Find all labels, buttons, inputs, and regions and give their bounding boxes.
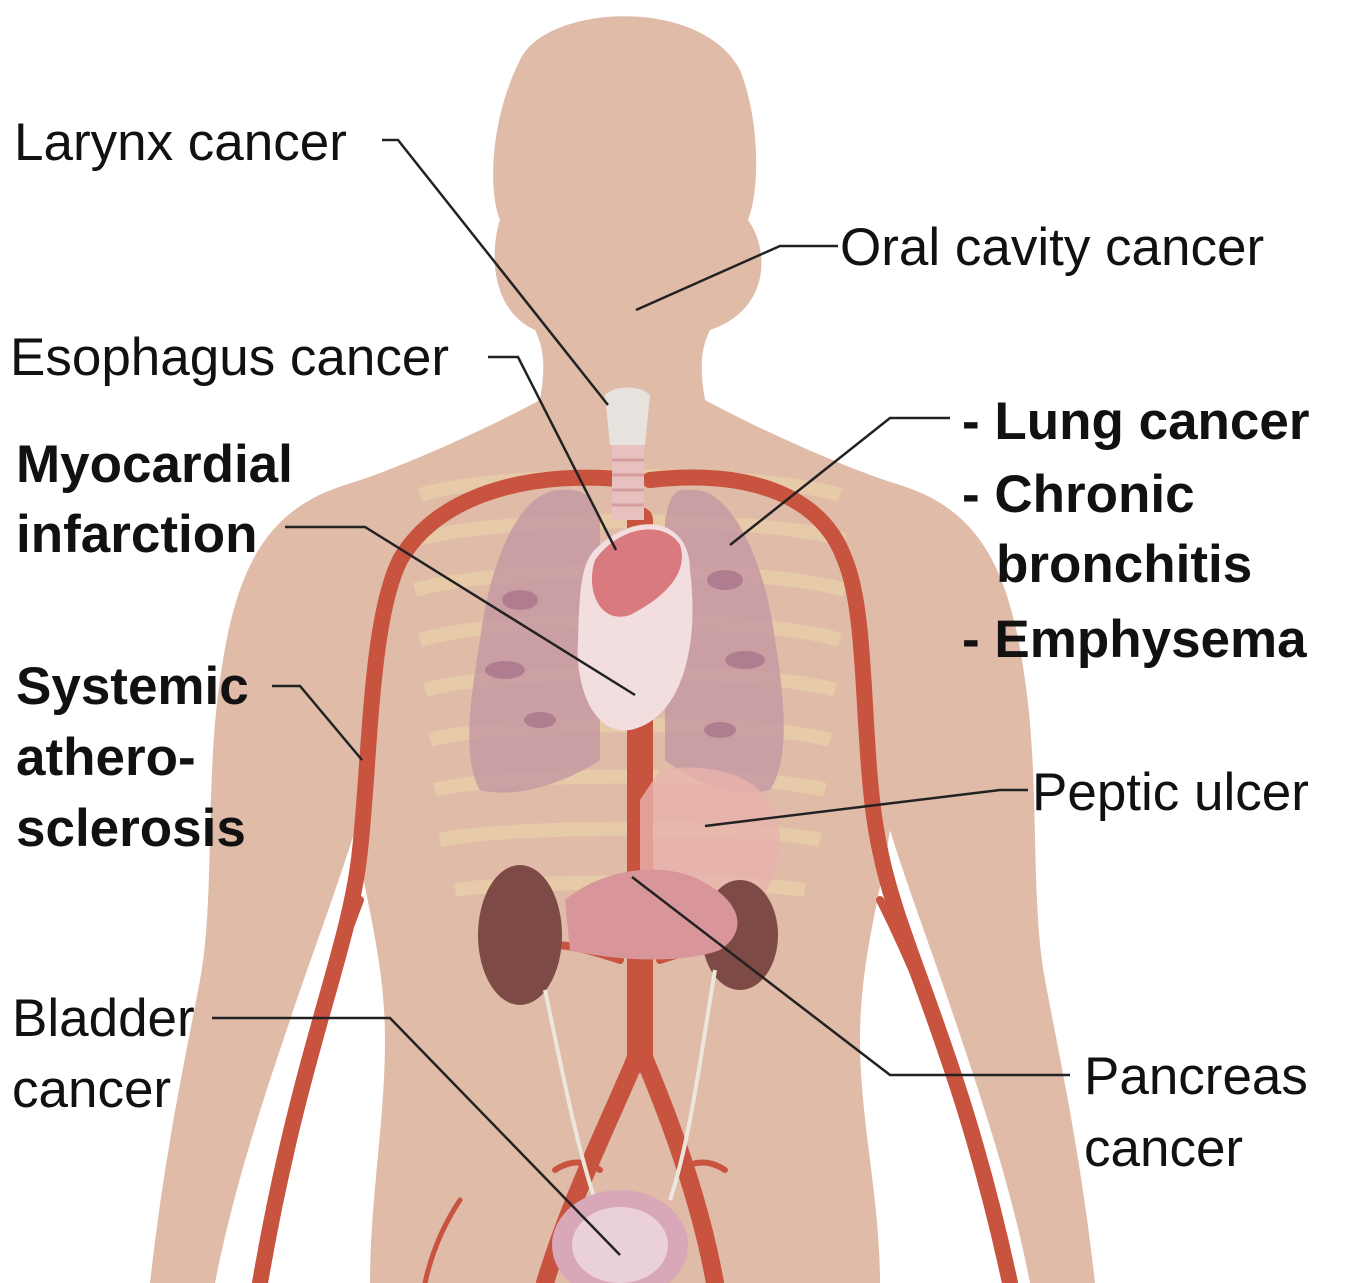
label-systemic-line3: sclerosis bbox=[16, 802, 246, 855]
label-larynx-cancer: Larynx cancer bbox=[14, 116, 347, 169]
label-lung-cancer: - Lung cancer bbox=[962, 395, 1310, 448]
label-peptic-ulcer: Peptic ulcer bbox=[1032, 766, 1309, 819]
label-pancreas-line2: cancer bbox=[1084, 1122, 1243, 1175]
label-esophagus-cancer: Esophagus cancer bbox=[10, 331, 449, 384]
bladder-inner bbox=[572, 1207, 668, 1283]
label-systemic-line2: athero- bbox=[16, 731, 196, 784]
label-oral-cavity-cancer: Oral cavity cancer bbox=[840, 221, 1264, 274]
left-kidney bbox=[478, 865, 562, 1005]
label-systemic-line1: Systemic bbox=[16, 660, 249, 713]
label-bladder-line2: cancer bbox=[12, 1063, 171, 1116]
label-chronic: - Chronic bbox=[962, 468, 1195, 521]
label-pancreas-line1: Pancreas bbox=[1084, 1050, 1308, 1103]
label-myocardial-infarction-line1: Myocardial bbox=[16, 438, 293, 491]
label-emphysema: - Emphysema bbox=[962, 613, 1307, 666]
label-myocardial-infarction-line2: infarction bbox=[16, 508, 257, 561]
label-bladder-line1: Bladder bbox=[12, 992, 195, 1045]
label-bronchitis: bronchitis bbox=[996, 538, 1252, 591]
